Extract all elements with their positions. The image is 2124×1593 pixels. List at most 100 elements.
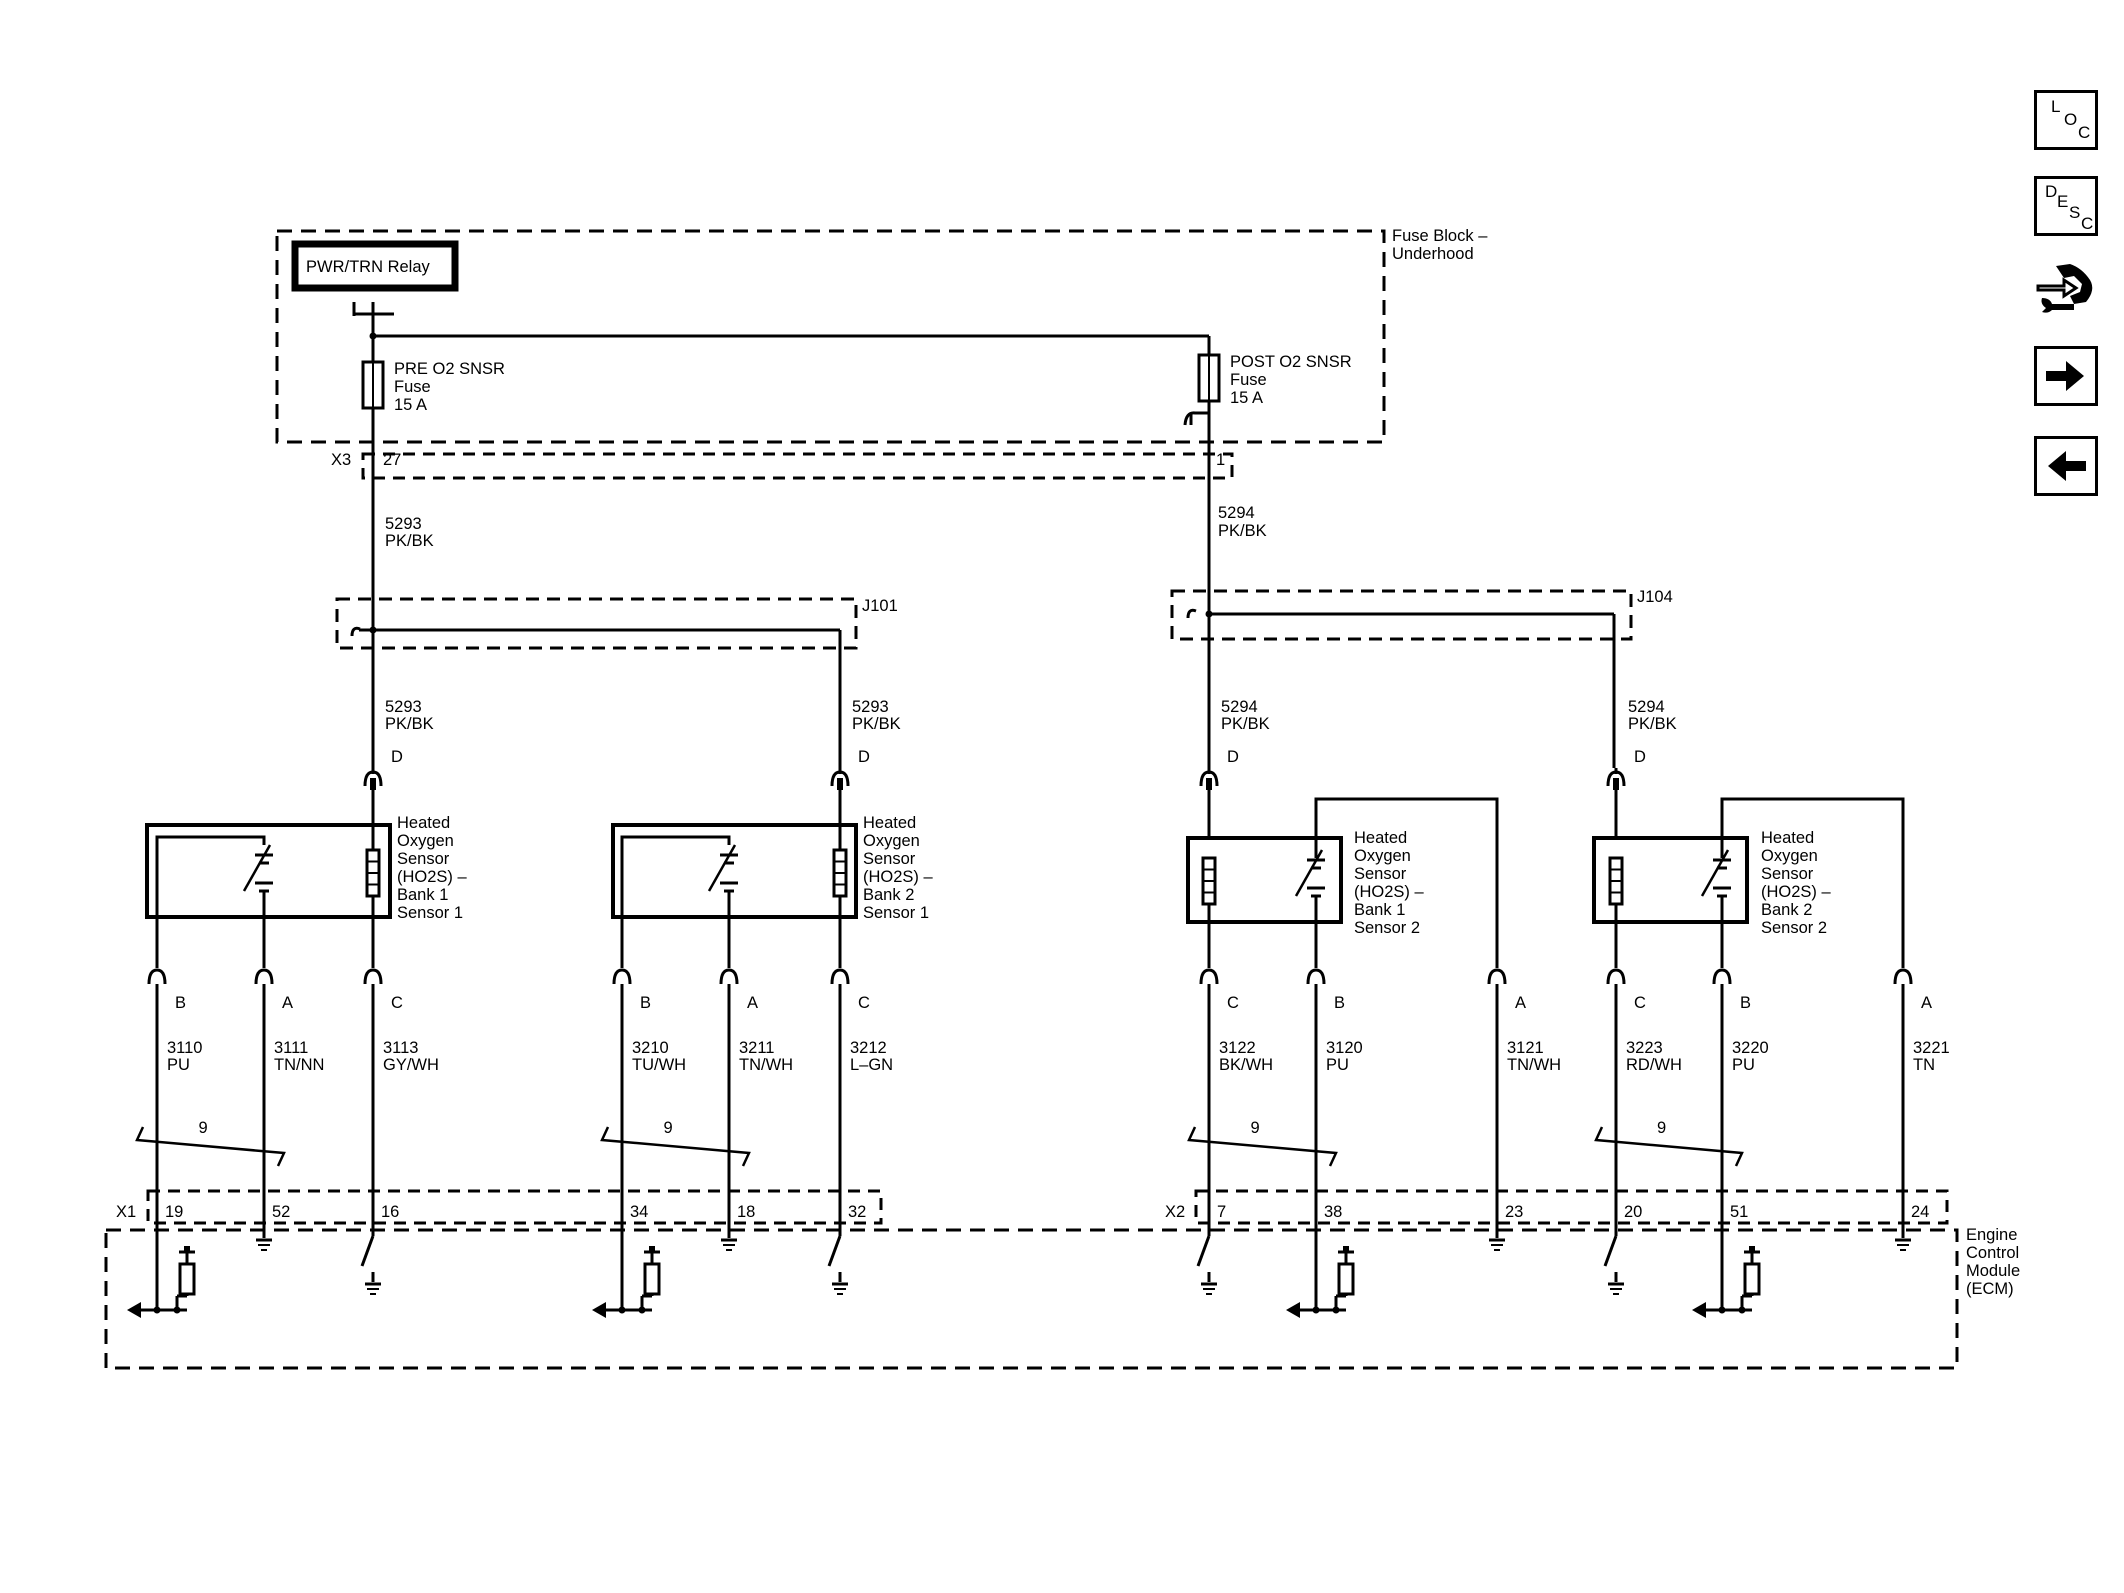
twisted-pair-icon — [1594, 1126, 1744, 1167]
circuit-number: 3221 — [1913, 1039, 1950, 1057]
fuse-right-rating: 15 A — [1230, 389, 1263, 407]
connector-pin-icon — [1606, 770, 1626, 787]
oxygen-sensing-cell-icon — [1700, 849, 1731, 898]
feed-wire-color: PK/BK — [1221, 715, 1270, 733]
sensor-name-line: (HO2S) – — [1761, 883, 1832, 901]
ground-icon — [1608, 1282, 1624, 1295]
twisted-pair-icon — [600, 1126, 751, 1167]
twist-count-label: 9 — [199, 1119, 208, 1137]
desc-letter-e: E — [2057, 192, 2069, 211]
wire-color: TN — [1913, 1056, 1935, 1074]
ecm-pin-label: 24 — [1911, 1203, 1929, 1221]
engine-control-module — [104, 1189, 1959, 1370]
sensor-name-line: Sensor — [397, 850, 450, 868]
sensor-pin-label: A — [282, 994, 293, 1012]
connector-pin-icon — [147, 968, 167, 985]
loc-letter-c: C — [2078, 123, 2091, 142]
resistor-icon — [178, 1262, 196, 1296]
switch-icon — [1196, 1235, 1211, 1267]
splice-j104-label: J104 — [1637, 588, 1673, 606]
wire-color: PU — [1326, 1056, 1349, 1074]
next-page-button[interactable] — [2034, 346, 2098, 406]
connector-pin-icon — [1606, 968, 1626, 985]
twist-count-label: 9 — [664, 1119, 673, 1137]
fuse-left-type: Fuse — [394, 378, 431, 396]
desc-letter-s: S — [2069, 203, 2081, 222]
feed-left-color: PK/BK — [385, 532, 434, 550]
feed-pin-label: D — [1227, 748, 1239, 766]
location-view-button[interactable]: L O C — [2034, 90, 2098, 150]
connector-pin-icon — [363, 770, 383, 787]
pwr-trn-relay: PWR/TRN Relay — [291, 240, 459, 292]
x3-connector-label: X3 — [331, 451, 351, 469]
wire-color: TN/NN — [274, 1056, 324, 1074]
sensor-name-line: Oxygen — [1761, 847, 1818, 865]
heater-element-icon — [832, 848, 848, 898]
wire-color: PU — [167, 1056, 190, 1074]
feed-wires — [350, 401, 1616, 768]
sensor-housing — [611, 823, 858, 919]
twist-count-label: 9 — [1251, 1119, 1260, 1137]
splice-j101-label: J101 — [862, 597, 898, 615]
ecm-title-3: Module — [1966, 1262, 2020, 1280]
sensor-name-line: (HO2S) – — [1354, 883, 1425, 901]
heater-element-icon — [1201, 856, 1217, 906]
heater-element-icon — [1608, 856, 1624, 906]
switch-icon — [360, 1235, 375, 1267]
x1-connector-label: X1 — [116, 1203, 136, 1221]
circuit-number: 3220 — [1732, 1039, 1769, 1057]
pre-o2-snsr-fuse — [361, 360, 385, 410]
wire-color: TN/WH — [739, 1056, 793, 1074]
sensor-name-line: Sensor 1 — [863, 904, 929, 922]
sensor-pin-label: B — [175, 994, 186, 1012]
sensor-name-line: Sensor — [863, 850, 916, 868]
sensor-pin-label: B — [1334, 994, 1345, 1012]
sensor-pin-label: B — [640, 994, 651, 1012]
x2-connector-label: X2 — [1165, 1203, 1185, 1221]
desc-letter-c: C — [2081, 214, 2094, 233]
feed-circuit-number: 5293 — [385, 698, 422, 716]
circuit-number: 3110 — [167, 1039, 202, 1057]
heater-element-icon — [365, 848, 381, 898]
sensor-name-line: Heated — [1761, 829, 1814, 847]
sensor-name-line: Oxygen — [397, 832, 454, 850]
ecm-pin-label: 7 — [1217, 1203, 1226, 1221]
description-view-button[interactable]: D E S C — [2034, 176, 2098, 236]
resistor-icon — [1337, 1262, 1355, 1296]
fuse-block-title-2: Underhood — [1392, 245, 1474, 263]
circuit-number: 3111 — [274, 1039, 308, 1057]
feed-wire-color: PK/BK — [1628, 715, 1677, 733]
connector-pin-icon — [1199, 968, 1219, 985]
connector-pin-icon — [830, 770, 850, 787]
previous-arrow-icon — [2048, 451, 2086, 481]
wire-color: PU — [1732, 1056, 1755, 1074]
fuse-left-rating: 15 A — [394, 396, 427, 414]
ground-icon — [1489, 1238, 1505, 1251]
connector-pin-icon — [363, 968, 383, 985]
circuit-number: 3122 — [1219, 1039, 1256, 1057]
fuse-right-terminal — [1183, 411, 1209, 426]
wire-color: RD/WH — [1626, 1056, 1682, 1074]
connector-view-button[interactable] — [2034, 256, 2098, 316]
next-arrow-icon — [2046, 361, 2084, 391]
fuse-right-name: POST O2 SNSR — [1230, 353, 1352, 371]
sensor-housing — [145, 823, 392, 919]
twisted-pair-icon — [1187, 1126, 1338, 1167]
circuit-number: 3120 — [1326, 1039, 1363, 1057]
sensor-name-line: Heated — [863, 814, 916, 832]
ground-icon — [365, 1282, 381, 1295]
sensor-name-line: (HO2S) – — [863, 868, 934, 886]
previous-page-button[interactable] — [2034, 436, 2098, 496]
connector-pin-icon — [1712, 968, 1732, 985]
relay-terminal — [352, 302, 394, 336]
sensor-name-line: (HO2S) – — [397, 868, 468, 886]
sensor-pin-label: C — [391, 994, 403, 1012]
sensor-name-line: Sensor — [1761, 865, 1814, 883]
feed-pin-label: D — [858, 748, 870, 766]
feed-pin-label: D — [1634, 748, 1646, 766]
feed-wire-color: PK/BK — [385, 715, 434, 733]
resistor-icon — [1743, 1262, 1761, 1296]
connector-pin-icon — [719, 968, 739, 985]
